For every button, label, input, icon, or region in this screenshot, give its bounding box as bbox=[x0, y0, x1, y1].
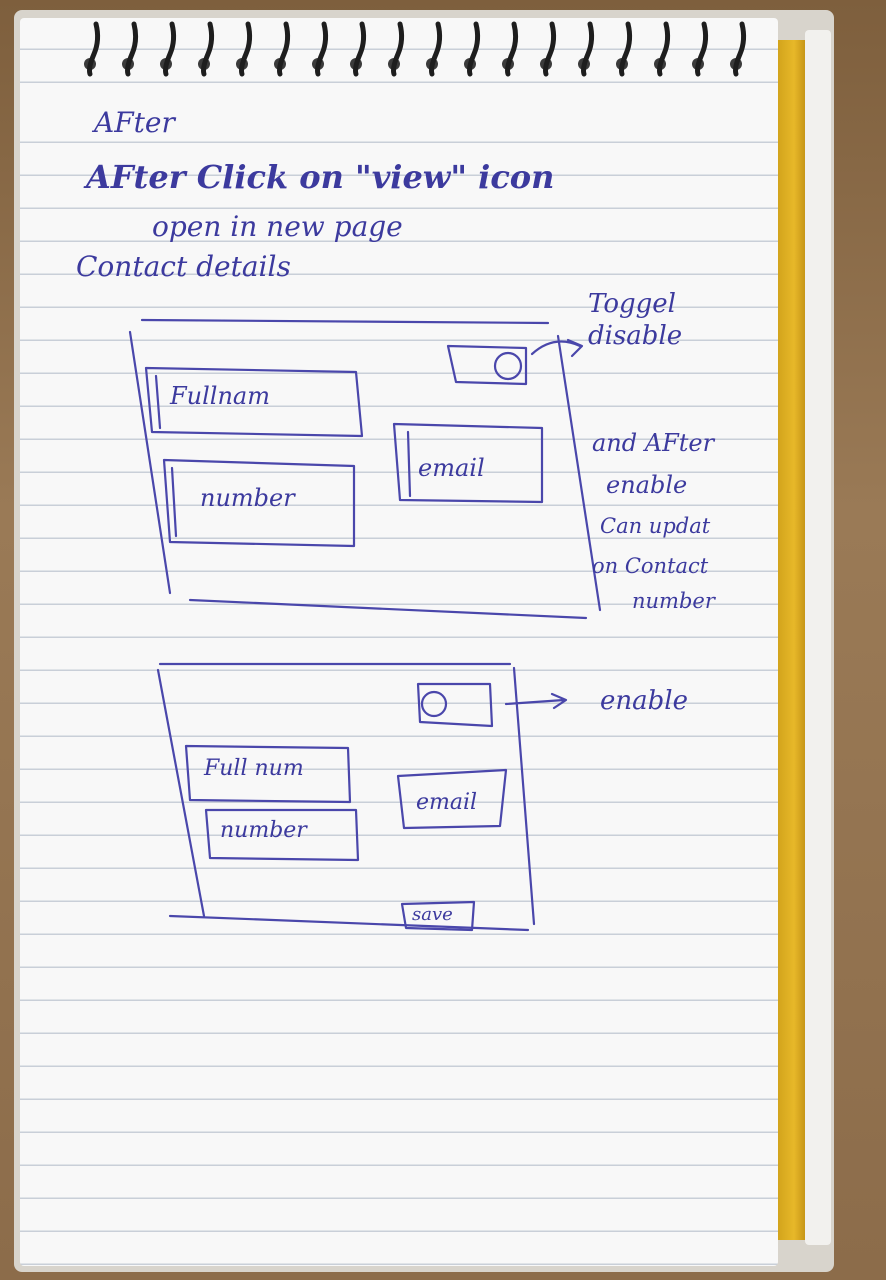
toggle-box-enabled bbox=[416, 682, 494, 728]
spiral-coil bbox=[733, 21, 747, 77]
fullname-field-disabled bbox=[144, 366, 364, 438]
spiral-coil bbox=[239, 21, 253, 77]
note-line-4: Contact details bbox=[76, 250, 291, 283]
annotation-line: number bbox=[632, 589, 715, 613]
note-line-3: open in new page bbox=[152, 210, 403, 243]
spiral-coil bbox=[429, 21, 443, 77]
number-label-disabled: number bbox=[200, 484, 295, 512]
after-enable-annotation: and AFter enable Can updat on Contact nu… bbox=[592, 422, 778, 616]
notebook-page-edges bbox=[805, 30, 831, 1245]
toggle-box-disabled bbox=[446, 344, 528, 386]
spiral-coil bbox=[505, 21, 519, 77]
save-button-label: save bbox=[412, 904, 453, 925]
wireframe-enabled bbox=[156, 662, 568, 932]
spiral-coil bbox=[201, 21, 215, 77]
spiral-coil bbox=[619, 21, 633, 77]
fullname-label-enabled: Full num bbox=[204, 756, 304, 781]
spiral-coil bbox=[543, 21, 557, 77]
toggle-knob-enabled bbox=[420, 690, 448, 718]
toggle-annotation: Toggel disable bbox=[588, 289, 683, 351]
spiral-coil bbox=[277, 21, 291, 77]
fullname-label-disabled: Fullnam bbox=[170, 382, 270, 410]
spiral-coil bbox=[163, 21, 177, 77]
number-field-disabled bbox=[162, 458, 356, 548]
fullname-field-enabled bbox=[184, 744, 352, 804]
spiral-coil bbox=[467, 21, 481, 77]
spiral-binding bbox=[84, 21, 747, 77]
email-field-enabled bbox=[396, 768, 508, 830]
spiral-coil bbox=[353, 21, 367, 77]
spiral-coil bbox=[695, 21, 709, 77]
email-label-enabled: email bbox=[416, 790, 478, 815]
annotation-line: on Contact bbox=[592, 554, 709, 578]
note-line-2: AFter Click on "view" icon bbox=[86, 158, 555, 196]
spiral-coil bbox=[87, 21, 101, 77]
notebook-page: AFter AFter Click on "view" icon open in… bbox=[20, 18, 778, 1266]
save-button-box bbox=[400, 900, 476, 932]
annotation-line: and AFter bbox=[592, 429, 715, 457]
number-label-enabled: number bbox=[220, 818, 307, 843]
wireframe-disabled bbox=[128, 318, 602, 620]
spiral-coil bbox=[315, 21, 329, 77]
email-field-disabled bbox=[392, 422, 544, 504]
toggle-knob-disabled bbox=[493, 351, 523, 381]
annotation-line: enable bbox=[606, 471, 688, 499]
wireframe-sketches bbox=[128, 318, 602, 932]
enable-annotation: enable bbox=[600, 686, 688, 716]
note-line-1: AFter bbox=[94, 106, 175, 139]
spiral-coil bbox=[125, 21, 139, 77]
annotation-line: Can updat bbox=[600, 514, 711, 538]
email-label-disabled: email bbox=[418, 454, 485, 482]
spiral-coil bbox=[657, 21, 671, 77]
number-field-enabled bbox=[204, 808, 360, 862]
spiral-coil bbox=[581, 21, 595, 77]
spiral-coil bbox=[391, 21, 405, 77]
